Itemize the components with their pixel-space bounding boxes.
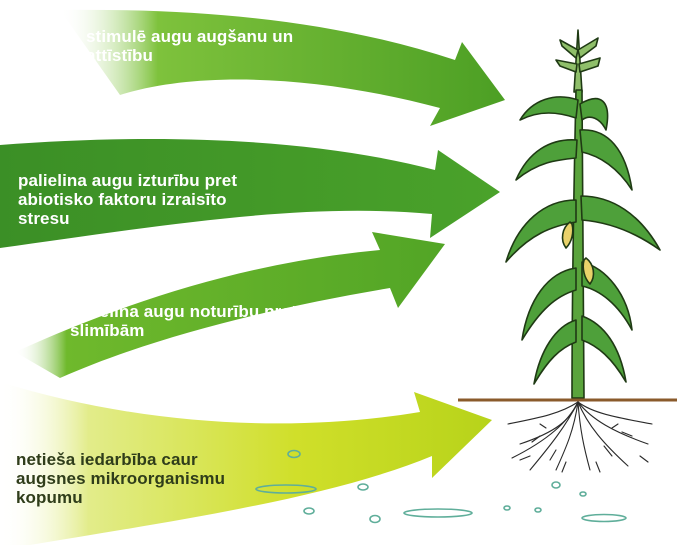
arrow-abiotic: [0, 138, 500, 248]
arrow-disease: [15, 232, 445, 378]
label-microorganisms: netieša iedarbība caur augsnes mikroorga…: [16, 450, 226, 507]
label-abiotic: palielina augu izturību pret abiotisko f…: [18, 171, 238, 228]
soil-particle-icon: [255, 449, 627, 524]
roots-icon: [507, 401, 653, 473]
corn-plant-icon: [505, 29, 661, 399]
arrow-growth: [60, 9, 505, 127]
label-disease: palielina augu noturību pret slimībām: [70, 302, 297, 340]
label-growth: stimulē augu augšanu un attīstību: [86, 27, 294, 65]
arrow-microorganisms: [0, 382, 492, 545]
